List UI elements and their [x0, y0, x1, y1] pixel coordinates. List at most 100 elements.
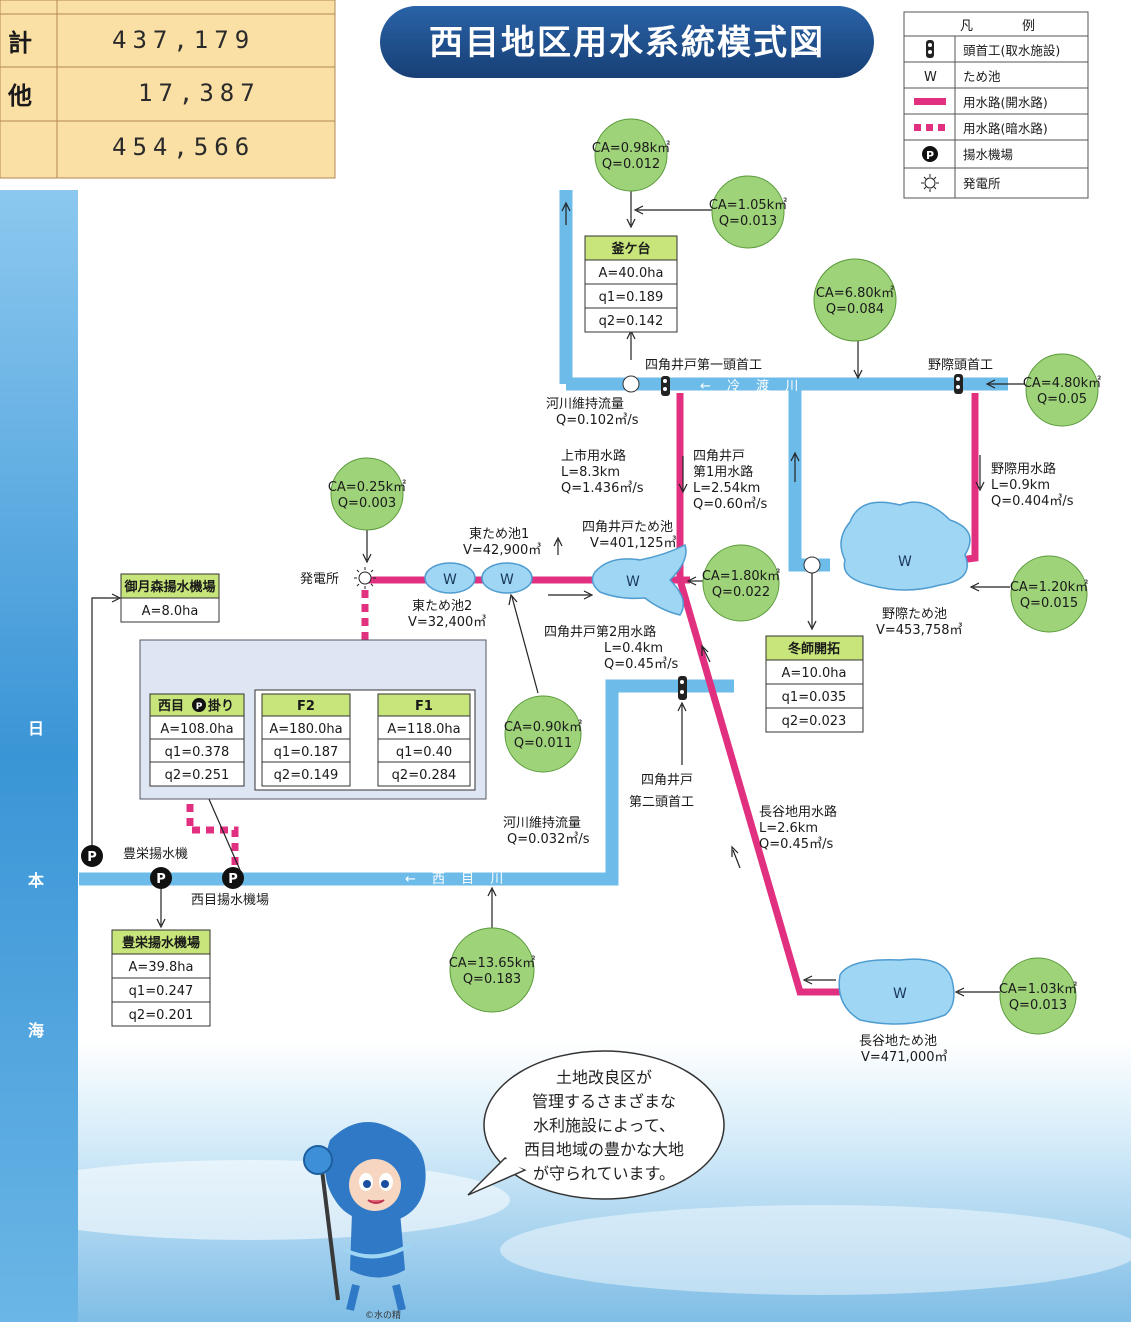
speech-bubble: 土地改良区が 管理するさまざまな 水利施設によって、 西目地域の豊かな大地 が守… [467, 1050, 725, 1200]
summary-value-3: 454,566 [112, 133, 255, 161]
farm-table-f2: F2 A=180.0ha q1=0.187 q2=0.149 [261, 693, 351, 787]
svg-text:V=32,400㎥: V=32,400㎥ [408, 615, 486, 630]
catchment-q: Q=0.022 [712, 585, 770, 600]
reiwatari-river-name: ← 冷 渡 川 [700, 378, 804, 394]
svg-text:Q=0.45㎥/s: Q=0.45㎥/s [604, 657, 678, 672]
pond-symbol: W [500, 572, 514, 588]
svg-text:長谷地用水路: 長谷地用水路 [759, 804, 837, 820]
svg-text:Q=0.60㎥/s: Q=0.60㎥/s [693, 497, 767, 512]
catchment-ca: CA=13.65k㎡ [449, 956, 536, 971]
bubble-line-5: が守られています。 [533, 1164, 675, 1183]
svg-text:L=8.3km: L=8.3km [561, 465, 620, 480]
farm-name-suffix: 掛り [208, 698, 234, 714]
svg-text:V=42,900㎥: V=42,900㎥ [463, 543, 541, 558]
yosumiido-2-headworks-label: 四角井戸 第二頭首工 [629, 773, 694, 810]
farm-q2: q2=0.023 [782, 714, 847, 729]
ponds [424, 501, 971, 1025]
legend-label-open-channel: 用水路(開水路) [963, 95, 1048, 110]
hasedani-pond-label: 長谷地ため池 V=471,000㎥ [859, 1034, 948, 1065]
nogiwa-pond-shape [840, 501, 971, 591]
svg-text:東ため池1: 東ため池1 [469, 526, 529, 542]
kamiichi-canal-label: 上市用水路 L=8.3km Q=1.436㎥/s [561, 448, 644, 496]
higashi-pond-1-label: 東ため池1 V=42,900㎥ [463, 526, 541, 558]
farm-q2: q2=0.201 [129, 1008, 194, 1023]
catchment-q: Q=0.05 [1037, 392, 1087, 407]
farm-q1: q1=0.247 [129, 984, 194, 999]
catchment-ca: CA=0.25k㎡ [328, 480, 406, 495]
farm-name: 冬師開拓 [788, 641, 840, 657]
farm-q1: q1=0.035 [782, 690, 847, 705]
headworks-icon [926, 40, 934, 58]
catchment-circle: CA=6.80k㎡ Q=0.084 [813, 258, 897, 342]
catchment-circle: CA=1.03k㎡ Q=0.013 [999, 957, 1077, 1035]
farm-area: A=10.0ha [782, 666, 847, 681]
catchment-ca: CA=1.20k㎡ [1010, 580, 1088, 595]
catchment-ca: CA=4.80k㎡ [1023, 376, 1101, 391]
svg-text:東ため池2: 東ため池2 [412, 598, 472, 614]
catchment-q: Q=0.012 [602, 157, 660, 172]
hasedani-canal [676, 579, 845, 996]
nogiwa-headworks-label: 野際頭首工 [928, 358, 993, 373]
pond-symbol: W [626, 574, 640, 590]
open-channel-line [914, 98, 946, 105]
svg-text:河川維持流量: 河川維持流量 [503, 816, 581, 831]
svg-text:第二頭首工: 第二頭首工 [629, 795, 694, 810]
summary-label-1: 計 [8, 29, 32, 57]
farm-area: A=118.0ha [387, 722, 460, 737]
catchment-circle: CA=0.98k㎡ Q=0.012 [592, 118, 670, 192]
catchment-ca: CA=0.98k㎡ [592, 141, 670, 156]
svg-text:Q=1.436㎥/s: Q=1.436㎥/s [561, 481, 644, 496]
svg-text:四角井戸: 四角井戸 [693, 449, 745, 464]
farm-table-mitsukimori: 御月森揚水機場 A=8.0ha [120, 573, 220, 623]
catchment-circle: CA=0.90k㎡ Q=0.011 [504, 695, 582, 773]
catchment-ca: CA=0.90k㎡ [504, 720, 582, 735]
legend-label-pond: ため池 [963, 69, 1001, 84]
page-title: 西目地区用水系統模式図 [429, 23, 825, 63]
legend-label-headworks: 頭首工(取水施設) [963, 43, 1060, 58]
catchment-ca: CA=1.80k㎡ [702, 569, 780, 584]
river-maint-2-label: 河川維持流量 Q=0.032㎥/s [503, 816, 590, 847]
farm-q2: q2=0.284 [392, 768, 457, 783]
catchment-q: Q=0.183 [463, 972, 521, 987]
farm-q1: q1=0.187 [274, 745, 339, 760]
svg-text:四角井戸ため池: 四角井戸ため池 [582, 520, 673, 535]
river-maint-1-q: Q=0.102㎥/s [556, 413, 639, 428]
farm-area: A=8.0ha [142, 604, 199, 619]
hasedani-pond-shape [838, 958, 955, 1025]
farm-name: F2 [297, 699, 315, 714]
farm-name: F1 [415, 699, 433, 714]
farm-q2: q2=0.142 [599, 314, 664, 329]
sea-char-1: 日 [28, 719, 44, 738]
pond-w-icon: W [924, 70, 937, 85]
hoei-pump-label: 豊栄揚水機 [123, 846, 188, 862]
yosumiido-1-headworks-label: 四角井戸第一頭首工 [645, 358, 762, 373]
catchment-q: Q=0.003 [338, 496, 396, 511]
pond-symbol: W [443, 572, 457, 588]
svg-text:Q=0.45㎥/s: Q=0.45㎥/s [759, 837, 833, 852]
svg-text:長谷地ため池: 長谷地ため池 [859, 1034, 937, 1049]
water-spirit-mascot: ©水の精 [303, 1122, 426, 1321]
higashi-pond-2-label: 東ため池2 V=32,400㎥ [408, 598, 486, 630]
farm-area: A=180.0ha [269, 722, 342, 737]
svg-text:V=471,000㎥: V=471,000㎥ [861, 1050, 948, 1065]
pump-p-icon: P [150, 867, 172, 889]
legend-header-left: 凡 [960, 19, 973, 34]
farm-q1: q1=0.189 [599, 290, 664, 305]
pond-symbol: W [898, 554, 912, 570]
farm-name: 豊栄揚水機場 [122, 935, 200, 951]
river-branch-nogiwa [788, 384, 830, 572]
catchment-circle: CA=1.05k㎡ Q=0.013 [709, 175, 787, 249]
higashi-pond-1-shape [481, 562, 533, 594]
farm-name: 御月森揚水機場 [123, 579, 215, 595]
power-station-icon [921, 174, 939, 192]
river-maint-1-label: 河川維持流量 [546, 397, 624, 412]
farm-q1: q1=0.378 [165, 745, 230, 760]
farm-table-hoei: 豊栄揚水機場 A=39.8ha q1=0.247 q2=0.201 [111, 929, 211, 1027]
pump-p-icon [192, 698, 206, 712]
junction-node [803, 556, 821, 574]
summary-table: 計 他 437,179 17,387 454,566 [0, 0, 336, 179]
farm-area: A=108.0ha [160, 722, 233, 737]
headworks-icon [661, 376, 670, 396]
svg-text:V=453,758㎥: V=453,758㎥ [876, 623, 963, 638]
